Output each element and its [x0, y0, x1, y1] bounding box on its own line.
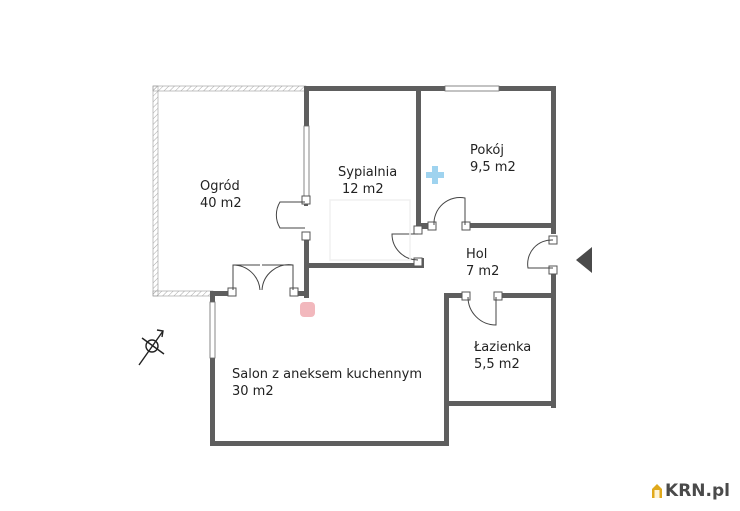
- entrance-arrow-icon: [576, 247, 592, 273]
- room-name: Hol: [466, 247, 488, 262]
- room-area: 30 m2: [232, 384, 274, 399]
- door-swings: [232, 197, 554, 326]
- room-sypialnia: Sypialnia 12 m2: [338, 164, 397, 198]
- logo-text: KRN.pl: [665, 481, 730, 501]
- room-area: 5,5 m2: [474, 357, 520, 372]
- room-area: 40 m2: [200, 196, 242, 211]
- room-area: 7 m2: [466, 264, 500, 279]
- house-icon: [652, 484, 663, 498]
- blue-cross-marker: [426, 166, 444, 184]
- pink-square-marker: [300, 302, 315, 317]
- room-hol: Hol 7 m2: [466, 246, 499, 280]
- room-name: Sypialnia: [338, 165, 398, 180]
- room-salon: Salon z aneksem kuchennym 30 m2: [232, 366, 422, 400]
- room-lazienka: Łazienka 5,5 m2: [474, 339, 531, 373]
- north-compass-icon: [138, 329, 165, 366]
- room-name: Salon z aneksem kuchennym: [232, 367, 422, 382]
- krn-logo: KRN.pl: [651, 481, 730, 501]
- door-jambs: [227, 195, 558, 301]
- room-name: Ogród: [200, 179, 240, 194]
- room-ogrod: Ogród 40 m2: [200, 178, 242, 212]
- room-name: Łazienka: [474, 340, 532, 355]
- room-pokoj: Pokój 9,5 m2: [470, 142, 516, 176]
- room-name: Pokój: [470, 143, 504, 158]
- room-area: 12 m2: [342, 182, 384, 197]
- room-area: 9,5 m2: [470, 160, 516, 175]
- watermark: [329, 199, 411, 261]
- walls: [209, 85, 556, 446]
